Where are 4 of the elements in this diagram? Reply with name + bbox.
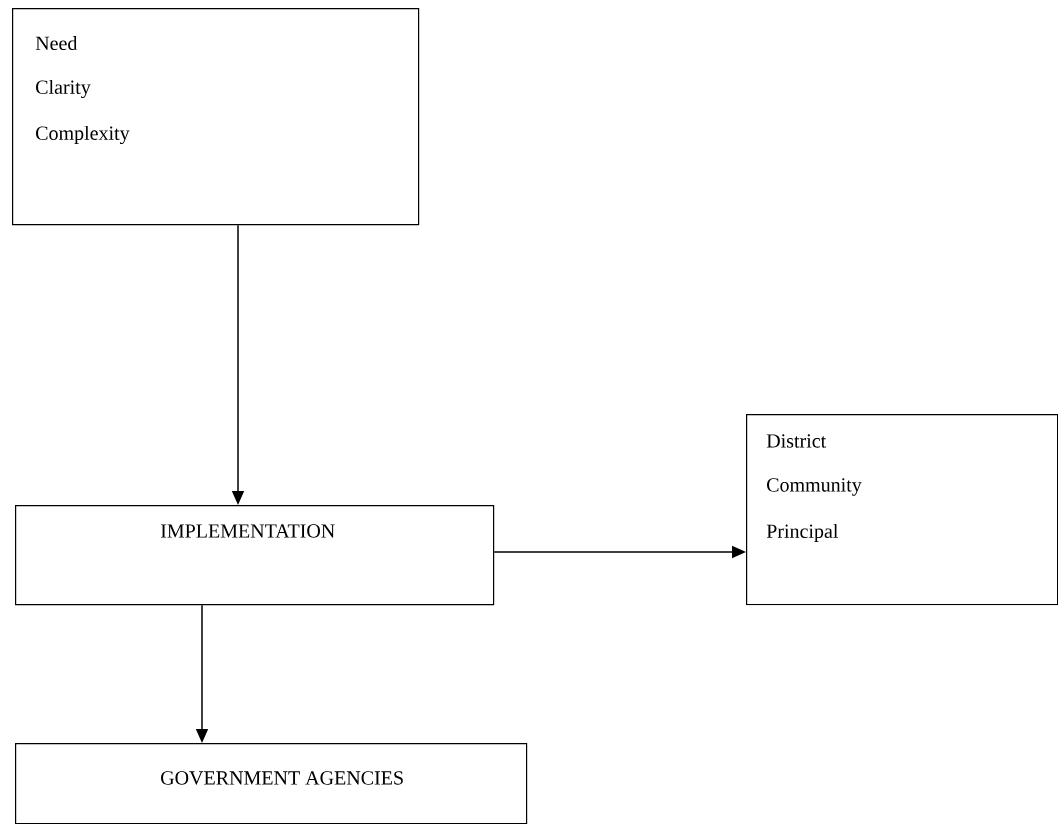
text-box: Need Clarity Complexity	[12, 8, 420, 226]
text-box: IMPLEMENTATION	[15, 505, 495, 606]
text-box: District Community Principal	[746, 414, 1058, 606]
text-box: GOVERNMENT AGENCIES	[15, 743, 528, 824]
